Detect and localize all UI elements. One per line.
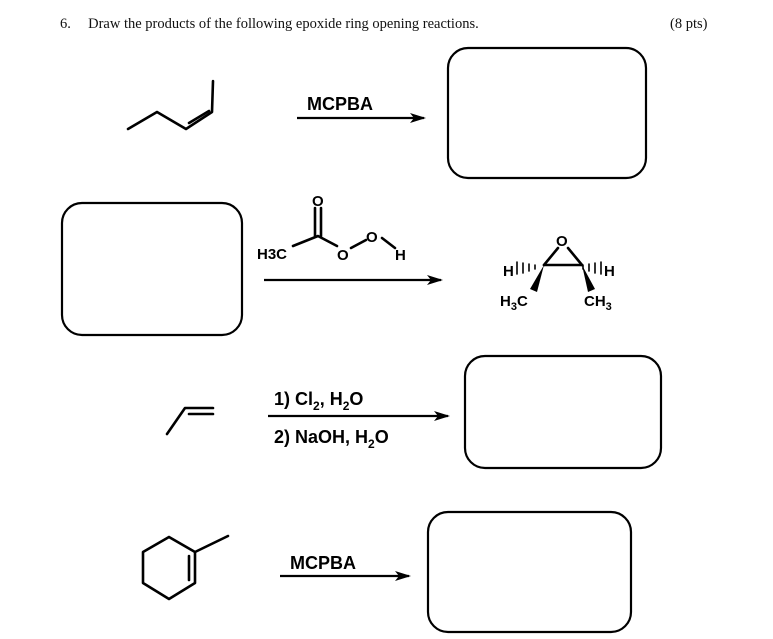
reaction-1: MCPBA <box>126 46 648 180</box>
h3c-text: H3C <box>257 246 287 263</box>
reagent-mcpba-1: MCPBA <box>307 94 373 114</box>
wedge-bond-right <box>582 265 595 292</box>
reaction-2: H3C O O O H O H H <box>60 193 615 337</box>
epoxide-o-label: O <box>556 233 568 250</box>
answer-box-1[interactable] <box>446 46 648 180</box>
hash-bond-left <box>516 261 536 275</box>
reagent-step-2: 2) NaOH, H2O <box>274 427 389 451</box>
epoxide-h3c-label: H3C <box>500 293 528 313</box>
propene-structure <box>165 406 215 436</box>
reagent-mcpba-2: MCPBA <box>290 553 356 573</box>
ester-o-label: O <box>337 247 349 264</box>
peracetic-acid-structure: H3C O O O H <box>257 193 406 264</box>
acid-h-label: H <box>395 247 406 264</box>
reaction-3: 1) Cl2, H2O 2) NaOH, H2O <box>165 354 663 470</box>
question-number: 6. <box>60 16 71 32</box>
points-label: (8 pts) <box>670 16 708 32</box>
epoxide-structure: O H H H3C CH3 <box>500 233 615 313</box>
wedge-bond-left <box>530 265 544 292</box>
epoxide-h-left: H <box>503 263 514 280</box>
reaction-4: MCPBA <box>141 510 633 634</box>
h3c-label: H3C <box>257 246 287 263</box>
carbonyl-o-label: O <box>312 193 324 210</box>
epoxide-h-right: H <box>604 263 615 280</box>
question-prompt: Draw the products of the following epoxi… <box>88 16 479 32</box>
epoxide-ch3-label: CH3 <box>584 293 612 313</box>
question-text: 6. Draw the products of the following ep… <box>60 16 479 33</box>
peroxide-o-label: O <box>366 229 378 246</box>
answer-box-3[interactable] <box>463 354 663 470</box>
answer-box-2[interactable] <box>60 201 244 337</box>
reagent-step-1: 1) Cl2, H2O <box>274 389 363 413</box>
methylcyclohexene-structure <box>141 534 230 601</box>
cis-2-pentene-structure <box>126 79 215 131</box>
answer-box-4[interactable] <box>426 510 633 634</box>
